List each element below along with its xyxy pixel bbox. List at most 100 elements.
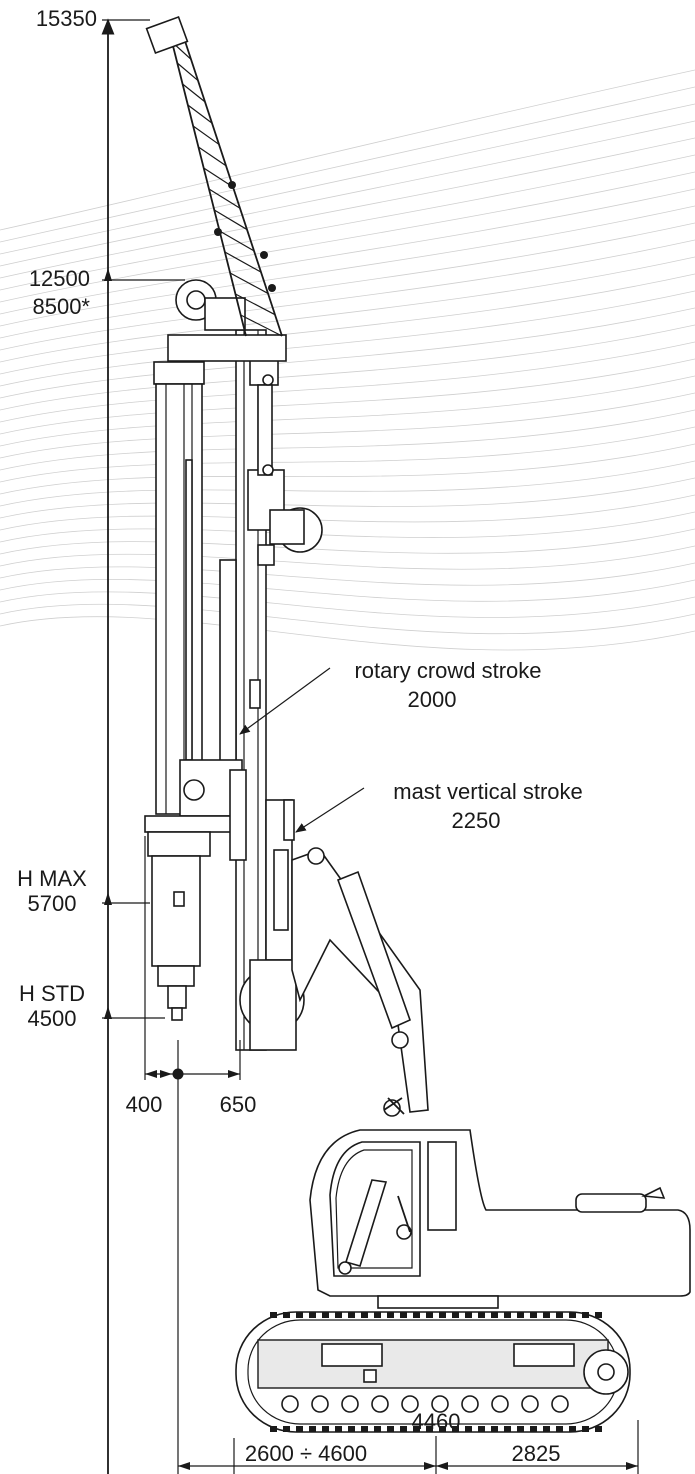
track-link xyxy=(413,1312,420,1318)
track-link xyxy=(582,1312,589,1318)
track-roller xyxy=(281,1395,299,1413)
contour-line xyxy=(0,205,695,327)
track-roller xyxy=(521,1395,539,1413)
contour-line xyxy=(0,256,695,363)
contour-line xyxy=(0,562,695,586)
contour-line xyxy=(0,443,695,495)
track-link xyxy=(387,1426,394,1432)
contour-line xyxy=(0,511,695,543)
mast-vertical-stroke-value: 2250 xyxy=(452,808,501,833)
track-link xyxy=(465,1312,472,1318)
contour-line xyxy=(0,358,695,435)
track-link xyxy=(504,1426,511,1432)
track-roller xyxy=(551,1395,569,1413)
track-link xyxy=(491,1312,498,1318)
contour-line xyxy=(0,477,695,519)
contour-line xyxy=(0,324,695,411)
tail-length-value: 2825 xyxy=(512,1441,561,1466)
track-link xyxy=(491,1426,498,1432)
track-link xyxy=(569,1426,576,1432)
track-link xyxy=(517,1312,524,1318)
track-link xyxy=(543,1312,550,1318)
track-link xyxy=(309,1426,316,1432)
rotary-head xyxy=(144,759,247,861)
contour-line xyxy=(0,290,695,387)
height-top-label: 15350 xyxy=(36,6,97,31)
contour-line xyxy=(0,494,695,531)
contour-line xyxy=(0,120,695,267)
contour-line xyxy=(0,591,695,618)
height-axis xyxy=(101,18,185,1474)
contour-line xyxy=(0,222,695,339)
kinematic-boom xyxy=(291,847,429,1117)
track-link xyxy=(283,1312,290,1318)
track-roller xyxy=(401,1395,419,1413)
contour-line xyxy=(0,103,695,255)
track-link xyxy=(465,1426,472,1432)
track-link xyxy=(283,1426,290,1432)
track-link xyxy=(426,1426,433,1432)
rotary-crowd-stroke-callout xyxy=(239,667,331,735)
track-roller xyxy=(431,1395,449,1413)
track-link xyxy=(530,1426,537,1432)
track-link xyxy=(270,1312,277,1318)
track-length-value: 4460 xyxy=(412,1409,461,1434)
contour-line xyxy=(0,375,695,447)
track-link xyxy=(530,1312,537,1318)
track-link xyxy=(322,1312,329,1318)
track-rollers xyxy=(281,1395,569,1413)
ground-zero-label: 0 xyxy=(77,1472,89,1474)
offset-dimensions xyxy=(144,836,241,1474)
offset-right-value: 650 xyxy=(220,1092,257,1117)
contour-line xyxy=(0,239,695,351)
h-max-value: 5700 xyxy=(28,891,77,916)
contour-line xyxy=(0,171,695,303)
track-links xyxy=(270,1312,602,1432)
track-link xyxy=(504,1312,511,1318)
track-link xyxy=(569,1312,576,1318)
offset-left-value: 400 xyxy=(126,1092,163,1117)
track-link xyxy=(270,1426,277,1432)
track-link xyxy=(595,1312,602,1318)
contour-line xyxy=(0,460,695,507)
drilling-tool xyxy=(151,855,201,1021)
contour-line xyxy=(0,603,695,635)
mast-carriage xyxy=(239,799,305,1051)
track-link xyxy=(439,1312,446,1318)
track-link xyxy=(296,1426,303,1432)
contour-line xyxy=(0,409,695,471)
background-contour-lines xyxy=(0,69,695,651)
rotary-crowd-stroke-label: rotary crowd stroke xyxy=(354,658,541,683)
track-link xyxy=(543,1426,550,1432)
tool-axis-dot xyxy=(172,1068,184,1080)
kelly-bar xyxy=(153,361,205,815)
track-link xyxy=(361,1426,368,1432)
contour-line xyxy=(0,69,695,231)
contour-line xyxy=(0,341,695,423)
track-link xyxy=(413,1426,420,1432)
contour-line xyxy=(0,426,695,483)
track-link xyxy=(387,1312,394,1318)
track-roller xyxy=(311,1395,329,1413)
reach-range-value: 2600 ÷ 4600 xyxy=(245,1441,367,1466)
contour-line xyxy=(0,154,695,291)
lattice-jib xyxy=(145,15,283,337)
track-link xyxy=(556,1312,563,1318)
upper-structure xyxy=(309,1129,691,1309)
track-link xyxy=(361,1312,368,1318)
contour-line xyxy=(0,86,695,243)
h-std-value: 4500 xyxy=(28,1006,77,1031)
contour-line xyxy=(0,616,695,651)
track-link xyxy=(595,1426,602,1432)
track-roller xyxy=(491,1395,509,1413)
track-link xyxy=(439,1426,446,1432)
track-roller xyxy=(341,1395,359,1413)
track-link xyxy=(335,1426,342,1432)
crawler-tracks xyxy=(235,1311,631,1433)
contour-line xyxy=(0,578,695,602)
track-link xyxy=(348,1312,355,1318)
mast-head xyxy=(167,279,323,566)
contour-line xyxy=(0,545,695,570)
track-link xyxy=(322,1426,329,1432)
